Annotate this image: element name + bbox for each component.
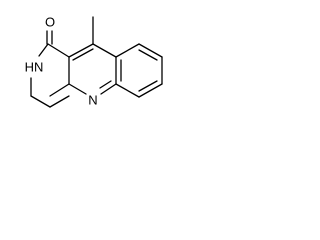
oxygen-label: O	[45, 14, 55, 29]
bond-c7-c6-inner	[138, 80, 158, 92]
bond-c6-c5a	[115, 83, 140, 98]
bond-c1-n2	[38, 43, 49, 57]
bond-c10-c9a	[92, 43, 117, 58]
bond-c7-c6	[138, 83, 163, 98]
structure-drawing: O HN N	[25, 14, 163, 108]
ring-nitrogen-label: N	[88, 92, 97, 107]
bond-c5a-n5-inner	[99, 80, 112, 89]
bond-c5a-n5	[100, 83, 117, 95]
amide-nitrogen-label: HN	[25, 59, 44, 74]
bond-n5-c4a	[68, 83, 87, 95]
bond-c3-c4	[30, 95, 51, 108]
bond-c10a-c10	[68, 43, 94, 58]
bond-c9a-c9	[115, 43, 140, 58]
bond-c9-c8-inner	[138, 49, 158, 61]
molecule-canvas: O HN N	[0, 0, 228, 136]
bond-c1-c10a	[47, 43, 70, 58]
bond-c10a-c10-inner	[72, 48, 94, 61]
bond-c4a-c4	[49, 83, 70, 97]
bond-c4-c4a	[49, 95, 70, 108]
bond-c9-c8	[138, 43, 163, 58]
